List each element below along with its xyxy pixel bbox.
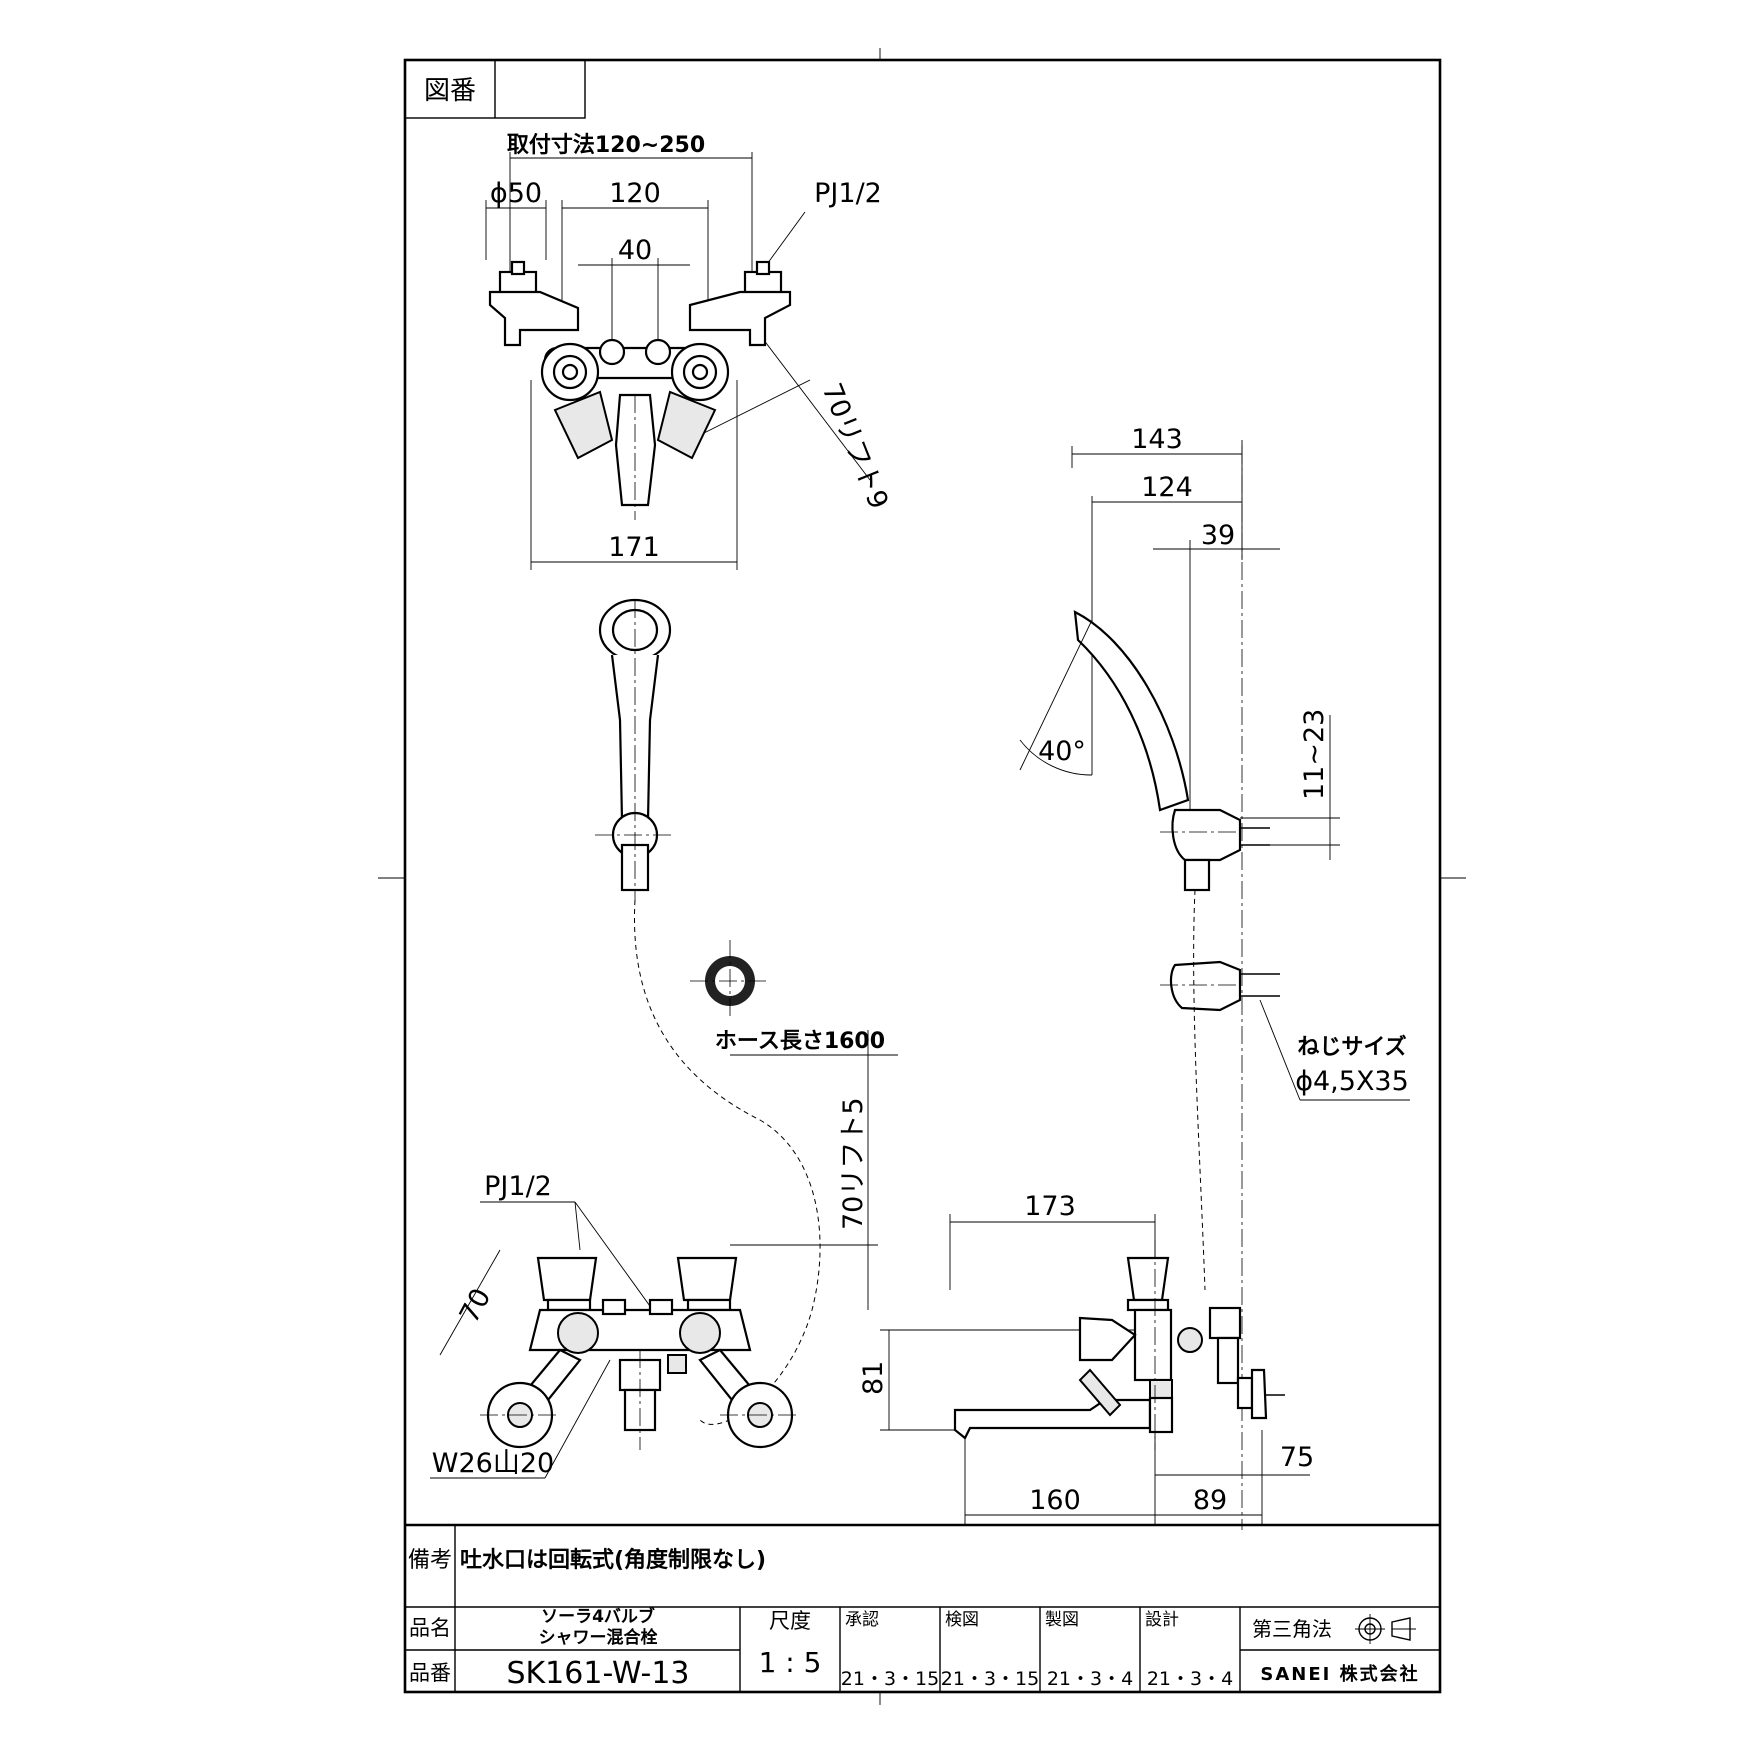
hand-shower-front — [595, 598, 821, 1425]
draft-date: 21・3・4 — [1047, 1668, 1133, 1690]
hose-length-label: ホース長さ1600 — [715, 1029, 885, 1054]
design-label: 設計 — [1145, 1610, 1179, 1630]
bottom-side-view: 173 81 160 89 75 — [858, 1191, 1314, 1525]
design-date: 21・3・4 — [1147, 1668, 1233, 1690]
dim-171: 171 — [608, 532, 660, 563]
pj-top-label: PJ1/2 — [814, 178, 882, 209]
front-view: PJ1/2 70 70リフト5 W26山20 — [430, 1030, 878, 1479]
dim-81: 81 — [858, 1361, 889, 1395]
projection-label: 第三角法 — [1252, 1617, 1332, 1641]
product-number: SK161-W-13 — [506, 1656, 689, 1691]
drawing-number-box: 図番 — [404, 59, 586, 119]
product-name-label: 品名 — [409, 1616, 451, 1640]
scale-value: 1 : 5 — [759, 1646, 822, 1679]
check-label: 検図 — [945, 1610, 979, 1630]
dim-160: 160 — [1029, 1485, 1081, 1516]
dim-39: 39 — [1201, 520, 1235, 551]
approval-label: 承認 — [845, 1610, 879, 1630]
dim-124: 124 — [1141, 472, 1193, 503]
notes-row: 備考 吐水口は回転式(角度制限なし) — [405, 1523, 1440, 1608]
dim-40: 40 — [618, 235, 652, 266]
dim-173: 173 — [1024, 1191, 1076, 1222]
thread-w26: W26山20 — [432, 1448, 554, 1479]
side-view: 143 124 39 40° 11~23 ねじサイズ ϕ4,5X35 — [1019, 424, 1410, 1530]
dim-89: 89 — [1193, 1485, 1227, 1516]
title-block: 品名 ソーラ4バルブ シャワー混合栓 品番 SK161-W-13 尺度 1 : … — [405, 1606, 1440, 1692]
product-name-line2: シャワー混合栓 — [539, 1627, 658, 1648]
phi50-dim: ϕ50 — [490, 178, 542, 209]
drawing-frame — [403, 58, 1442, 1694]
notes-label: 備考 — [408, 1548, 452, 1573]
screw-size-label: ねじサイズ — [1297, 1034, 1406, 1060]
pj-front-label: PJ1/2 — [484, 1171, 552, 1202]
approval-date: 21・3・15 — [841, 1668, 939, 1690]
lift-9-dim: 70リフト9 — [816, 379, 894, 514]
hose-cross-section: ホース長さ1600 — [690, 940, 898, 1056]
lift-5-dim: 70リフト5 — [838, 1097, 869, 1230]
dim-75: 75 — [1280, 1442, 1314, 1473]
third-angle-projection-icon — [1355, 1614, 1416, 1644]
scale-label: 尺度 — [769, 1609, 811, 1633]
product-number-label: 品番 — [409, 1661, 451, 1685]
company-name: SANEI 株式会社 — [1260, 1663, 1419, 1685]
check-date: 21・3・15 — [941, 1668, 1039, 1690]
screw-size-value: ϕ4,5X35 — [1295, 1066, 1409, 1097]
range-11-23: 11~23 — [1299, 709, 1330, 800]
dim-120: 120 — [609, 178, 661, 209]
drawing-number-label: 図番 — [424, 76, 476, 106]
dim-70-front: 70 — [454, 1283, 498, 1328]
angle-40: 40° — [1038, 736, 1086, 767]
draft-label: 製図 — [1045, 1610, 1079, 1630]
top-view: 取付寸法120~250 ϕ50 120 40 PJ1/2 70リフト9 171 — [485, 133, 894, 570]
dim-143: 143 — [1131, 424, 1183, 455]
mount-range-dim: 取付寸法120~250 — [507, 133, 705, 158]
product-name-line1: ソーラ4バルブ — [541, 1606, 655, 1627]
notes-text: 吐水口は回転式(角度制限なし) — [460, 1547, 766, 1573]
